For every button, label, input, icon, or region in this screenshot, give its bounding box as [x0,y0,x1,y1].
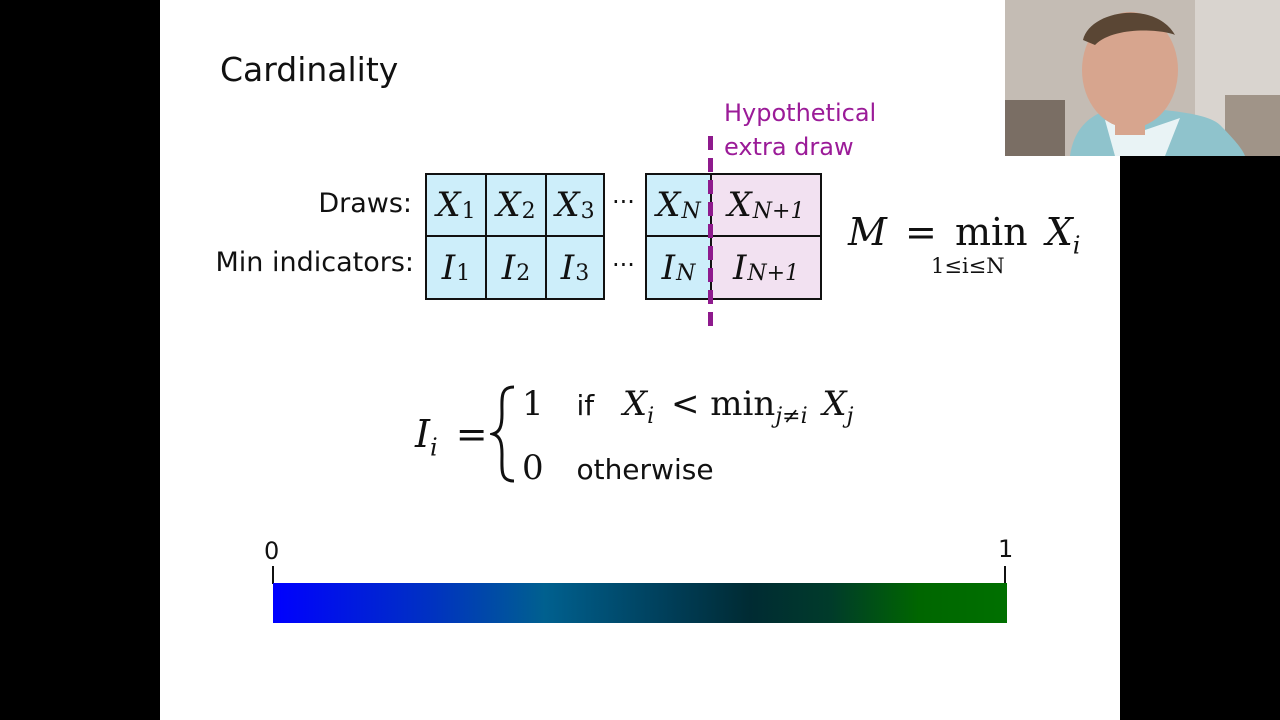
brace-icon [490,385,515,483]
hypothetical-label: Hypothetical extra draw [724,99,877,161]
hypothetical-divider [708,136,713,332]
indicator-equation: Ii = [415,412,488,462]
draws-ellipsis: ··· [612,188,635,216]
draws-label: Draws: [318,188,412,219]
colorbar-tick-max [1004,566,1006,584]
indicators-ellipsis: ··· [612,251,635,279]
min-subscript: 1≤i≤N [931,254,1005,278]
colorbar-max-label: 1 [998,535,1014,563]
webcam-overlay [1005,0,1280,156]
colorbar-tick-min [272,566,274,584]
case-one: 1 if Xi < minj≠i Xj [522,384,854,429]
presenter-video-icon [1005,0,1280,156]
min-indicators-label: Min indicators: [215,247,414,278]
case-two: 0 otherwise [522,448,714,488]
colorbar-min-label: 0 [264,537,280,565]
slide-title: Cardinality [220,50,399,89]
min-equation: M = min Xi [848,210,1081,260]
colorbar [273,583,1007,623]
